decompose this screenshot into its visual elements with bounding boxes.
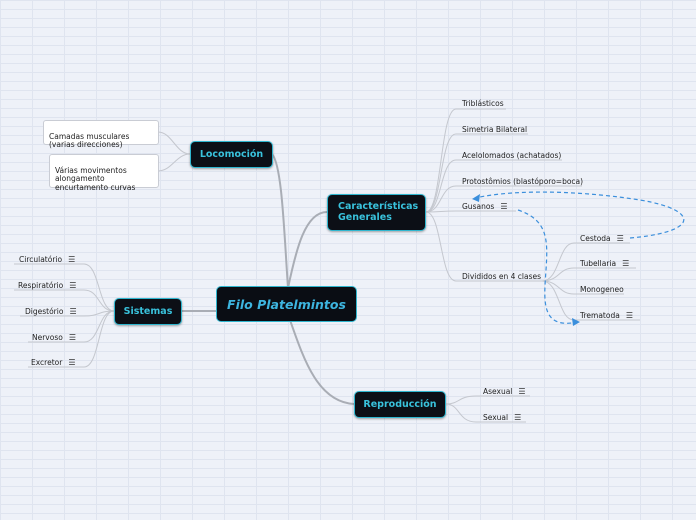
leaf-label: Protostômios (blastóporo=boca) xyxy=(462,177,584,186)
leaf-respiratorio[interactable]: Respiratório ☰ xyxy=(18,281,76,290)
leaf-acelolomados[interactable]: Acelolomados (achatados) xyxy=(462,151,561,160)
subtopic-camadas[interactable]: Camadas musculares (varias direcciones) xyxy=(43,120,159,149)
leaf-monogeneo[interactable]: Monogeneo xyxy=(580,285,624,294)
leaf-label: Trematoda xyxy=(580,311,620,320)
link-central-reproduccion xyxy=(289,319,355,405)
notes-icon[interactable]: ☰ xyxy=(69,281,77,290)
notes-icon[interactable]: ☰ xyxy=(68,358,76,367)
topic-locomocion-label: Locomoción xyxy=(199,149,264,160)
notes-icon[interactable]: ☰ xyxy=(616,234,624,243)
notes-icon[interactable]: ☰ xyxy=(500,202,508,211)
relation-cestoda-gusanos xyxy=(474,191,685,239)
leaf-asexual[interactable]: Asexual ☰ xyxy=(483,387,526,396)
leaf-label: Excretor xyxy=(31,358,63,367)
relation-gusanos-trematoda xyxy=(517,209,579,324)
leaf-trematoda[interactable]: Trematoda ☰ xyxy=(580,311,633,320)
topic-locomocion[interactable]: Locomoción xyxy=(190,141,273,168)
leaf-divididos[interactable]: Divididos en 4 clases xyxy=(462,272,541,281)
leaf-label: Gusanos xyxy=(462,202,495,211)
leaf-label: Triblásticos xyxy=(462,99,504,108)
leaf-label: Nervoso xyxy=(32,333,63,342)
notes-icon[interactable]: ☰ xyxy=(68,333,77,342)
leaf-label: Acelolomados (achatados) xyxy=(462,151,562,160)
notes-icon[interactable]: ☰ xyxy=(514,413,522,422)
leaf-label: Circulatório xyxy=(19,255,63,264)
leaf-label: Simetria Bilateral xyxy=(462,125,528,134)
subtopic-movimentos[interactable]: Várias movimentos alongamento encurtamen… xyxy=(49,154,159,192)
notes-icon[interactable]: ☰ xyxy=(622,259,630,268)
notes-icon[interactable]: ☰ xyxy=(69,307,77,316)
leaf-gusanos[interactable]: Gusanos ☰ xyxy=(462,202,508,211)
link-central-locomocion xyxy=(271,153,289,289)
leaf-label: Respiratório xyxy=(18,281,64,290)
relation-arrowhead xyxy=(472,194,480,202)
topic-reproduccion[interactable]: Reproducción xyxy=(354,391,446,418)
subtopic-label: Várias movimentos alongamento encurtamen… xyxy=(55,165,136,192)
topic-caracteristicas-label: Características Generales xyxy=(338,200,419,223)
central-topic[interactable]: Filo Platelmintos xyxy=(216,286,357,322)
central-topic-label: Filo Platelmintos xyxy=(227,296,346,312)
leaf-label: Digestório xyxy=(25,307,64,316)
notes-icon[interactable]: ☰ xyxy=(68,255,76,264)
topic-reproduccion-label: Reproducción xyxy=(363,399,437,410)
leaf-label: Divididos en 4 clases xyxy=(462,272,542,281)
notes-icon[interactable]: ☰ xyxy=(518,387,526,396)
leaf-excretor[interactable]: Excretor ☰ xyxy=(31,358,76,367)
leaf-digestorio[interactable]: Digestório ☰ xyxy=(25,307,77,316)
relation-arrowhead xyxy=(572,318,580,326)
leaf-protostomios[interactable]: Protostômios (blastóporo=boca) xyxy=(462,177,583,186)
leaf-triblasticos[interactable]: Triblásticos xyxy=(462,99,504,108)
leaf-label: Sexual xyxy=(483,413,509,422)
leaf-cestoda[interactable]: Cestoda ☰ xyxy=(580,234,624,243)
leaf-label: Monogeneo xyxy=(580,285,624,294)
link-central-caracteristicas xyxy=(287,211,328,289)
leaf-simetria[interactable]: Simetria Bilateral xyxy=(462,125,527,134)
leaf-sexual[interactable]: Sexual ☰ xyxy=(483,413,521,422)
leaf-label: Cestoda xyxy=(580,234,611,243)
notes-icon[interactable]: ☰ xyxy=(625,311,633,320)
leaf-label: Asexual xyxy=(483,387,513,396)
leaf-nervoso[interactable]: Nervoso ☰ xyxy=(32,333,76,342)
topic-sistemas-label: Sistemas xyxy=(123,306,173,317)
topic-caracteristicas[interactable]: Características Generales xyxy=(327,194,426,231)
leaf-circulatorio[interactable]: Circulatório ☰ xyxy=(19,255,75,264)
subtopic-label: Camadas musculares (varias direcciones) xyxy=(49,131,130,150)
topic-sistemas[interactable]: Sistemas xyxy=(114,298,182,325)
leaf-label: Tubellaria xyxy=(580,259,617,268)
leaf-tubellaria[interactable]: Tubellaria ☰ xyxy=(580,259,629,268)
